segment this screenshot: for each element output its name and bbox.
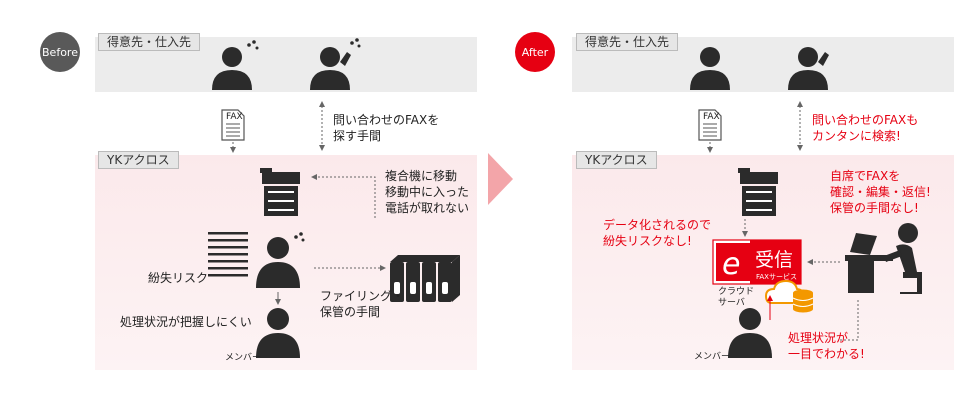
before-search-label: 問い合わせのFAXを 探す手間 bbox=[333, 113, 440, 143]
before-partner-tag: 得意先・仕入先 bbox=[98, 33, 201, 51]
after-badge-text: After bbox=[521, 45, 549, 59]
before-loss-label: 紛失リスク bbox=[148, 271, 209, 285]
before-company-tag: YKアクロス bbox=[98, 151, 179, 169]
after-logo-main: 受信 bbox=[755, 249, 793, 271]
before-fax-document-icon bbox=[221, 109, 245, 141]
after-database-icon bbox=[792, 289, 814, 313]
after-status-link bbox=[838, 300, 859, 341]
after-desk-label: 自席でFAXを 確認・編集・返信! 保管の手間なし! bbox=[830, 169, 931, 215]
after-partner-tag: 得意先・仕入先 bbox=[576, 33, 679, 51]
after-e-jushin-logo: e 受信 FAXサービス bbox=[712, 239, 802, 285]
after-search-label: 問い合わせのFAXも カンタンに検索! bbox=[812, 113, 919, 143]
before-paper-stack-icon bbox=[208, 232, 248, 277]
transition-arrow bbox=[488, 153, 513, 205]
after-fax-document-icon bbox=[698, 109, 722, 141]
after-data-label: データ化されるので 紛失リスクなし! bbox=[603, 218, 712, 248]
after-logo-letter: e bbox=[722, 247, 740, 282]
after-member-icon bbox=[728, 308, 772, 358]
before-printer-icon bbox=[260, 168, 300, 216]
before-partner-person-1-icon bbox=[212, 40, 259, 90]
after-desk-worker-icon bbox=[845, 223, 922, 294]
after-cloud-label: クラウド サーバ bbox=[718, 287, 755, 308]
before-binder-icon bbox=[390, 255, 460, 302]
after-company-tag: YKアクロス bbox=[576, 151, 657, 169]
after-fax-doc-label: FAX bbox=[703, 112, 720, 122]
after-badge: After bbox=[515, 32, 555, 72]
after-logo-sub: FAXサービス bbox=[756, 272, 797, 281]
after-partner-person-1-icon bbox=[690, 47, 730, 90]
before-status-label: 処理状況が把握しにくい bbox=[120, 315, 252, 329]
before-staff-icon bbox=[256, 232, 305, 288]
before-partner-person-2-icon bbox=[310, 38, 361, 90]
before-member-icon bbox=[256, 308, 300, 358]
before-member-label: メンバー bbox=[225, 353, 262, 363]
before-badge-text: Before bbox=[42, 45, 78, 59]
before-badge: Before bbox=[40, 32, 80, 72]
before-fax-doc-label: FAX bbox=[226, 112, 243, 122]
after-status-label: 処理状況が 一目でわかる! bbox=[788, 331, 865, 361]
before-mfp-move-arrow bbox=[311, 174, 376, 218]
after-printer-icon bbox=[738, 168, 778, 216]
after-member-label: メンバー bbox=[694, 352, 731, 362]
before-mfp-label: 複合機に移動 移動中に入った 電話が取れない bbox=[385, 169, 470, 215]
after-partner-person-2-icon bbox=[788, 47, 829, 90]
before-filing-label: ファイリング・ 保管の手間 bbox=[320, 289, 405, 319]
